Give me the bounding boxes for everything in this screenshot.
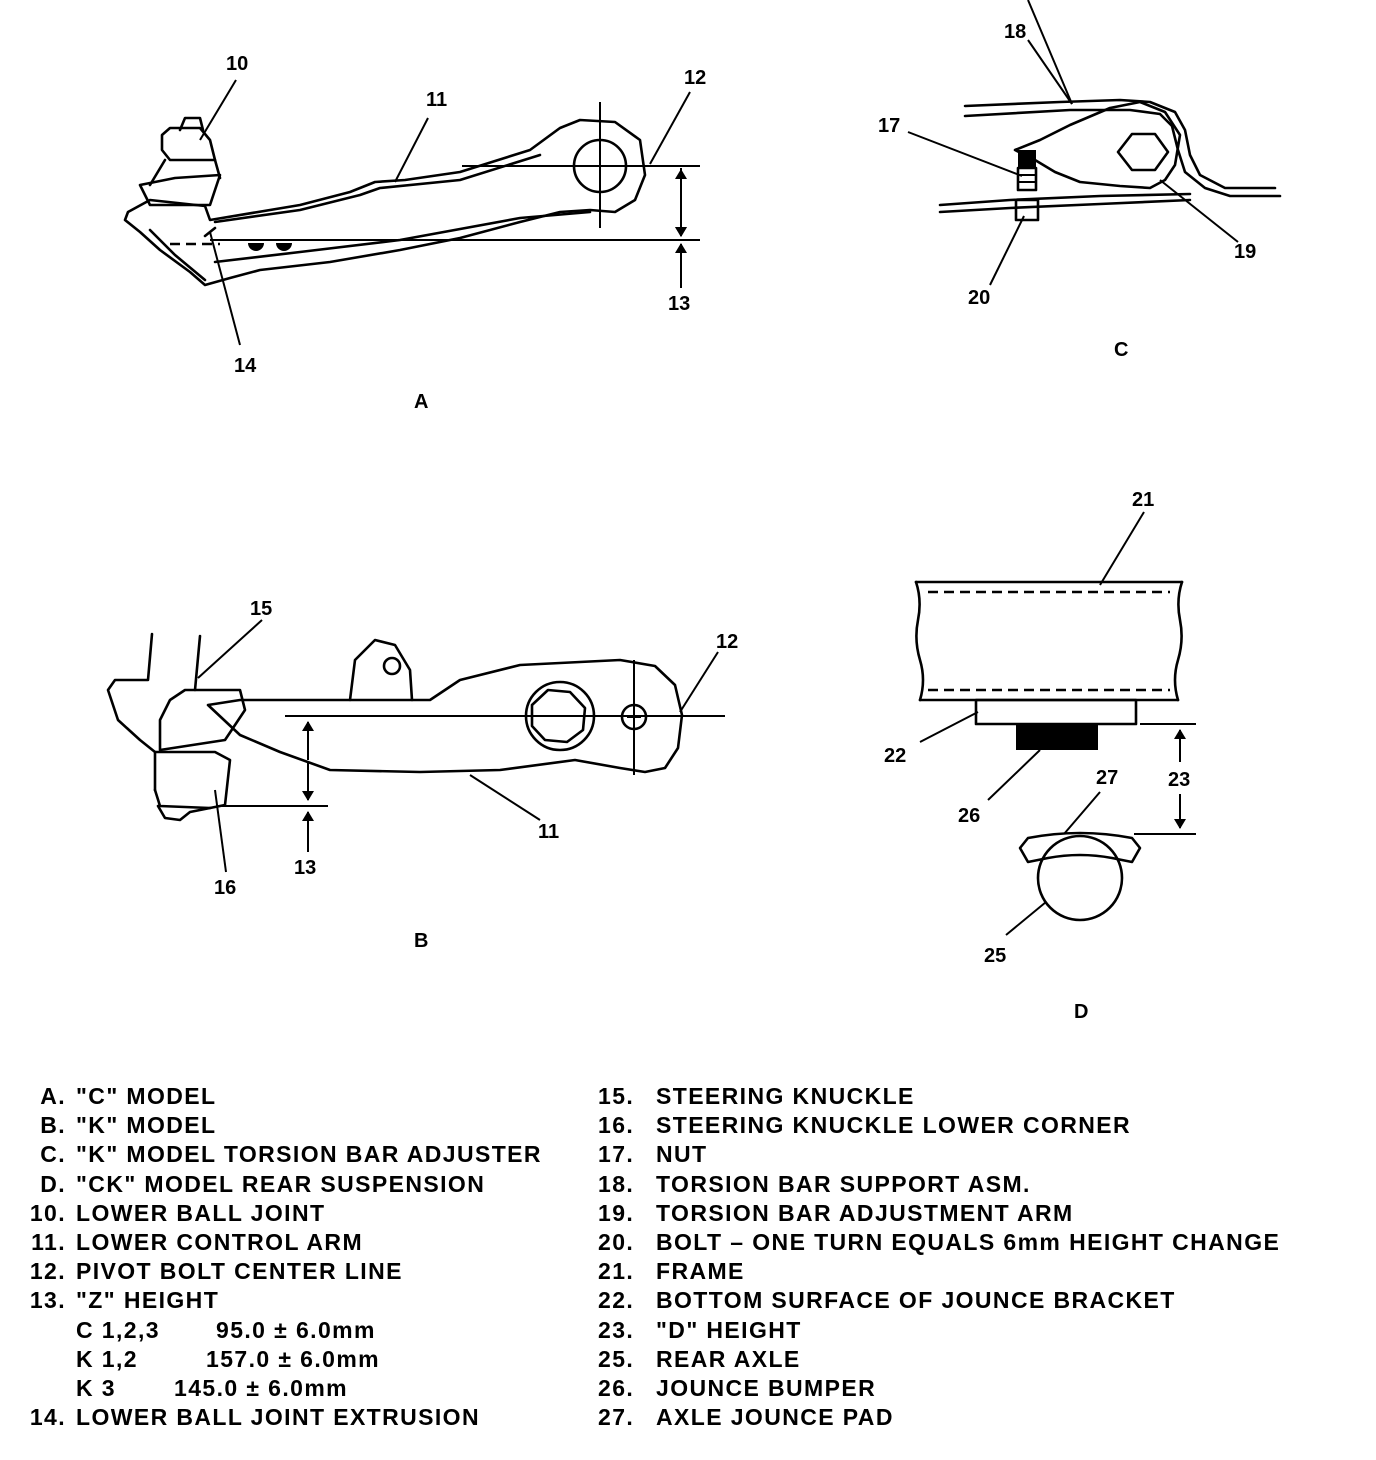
legend-item: 26.JOUNCE BUMPER [598,1375,877,1402]
legend-item: 11.LOWER CONTROL ARM [31,1229,363,1256]
callout-19: 19 [1234,241,1256,263]
jounce-bumper [1016,724,1098,750]
callout-10: 10 [226,53,248,75]
jounce-bracket [974,698,1138,726]
lower-control-arm-b [206,638,684,774]
callout-21: 21 [1132,489,1154,511]
callout-27: 27 [1096,767,1118,789]
callout-14: 14 [234,355,257,377]
z-height-model: K 3 [76,1375,116,1402]
legend-item: 20.BOLT – ONE TURN EQUALS 6mm HEIGHT CHA… [598,1229,1281,1256]
callout-25: 25 [984,945,1006,967]
z-height-value: 95.0 ± 6.0mm [216,1316,376,1343]
legend-item: B."K" MODEL [40,1112,217,1139]
view-b-k-model: 15 12 11 13 16 B [106,598,738,952]
legend-item: 15.STEERING KNUCKLE [598,1083,915,1109]
z-height-row: C 1,2,3 95.0 ± 6.0mm [18,1316,598,1345]
view-label-a: A [414,391,428,413]
legend-item: 18.TORSION BAR SUPPORT ASM. [598,1170,1031,1197]
view-a-c-model: 10 11 12 13 14 A [123,53,706,413]
z-height-row: K 1,2 157.0 ± 6.0mm [18,1345,598,1374]
torsion-bar-adjustment-arm [1013,100,1182,190]
d-height-dimension [1134,723,1196,835]
legend-item: A."C" MODEL [40,1083,217,1109]
z-height-value: 157.0 ± 6.0mm [206,1345,381,1372]
frame-21 [914,580,1184,702]
legend-item: 27.AXLE JOUNCE PAD [598,1404,894,1431]
rear-axle-and-pad [1018,831,1142,922]
adjuster-bolt-nut [1014,150,1040,222]
callout-18: 18 [1004,21,1026,43]
suspension-diagram: 10 11 12 13 14 A 18 17 19 [106,0,1282,1023]
torsion-bar-support [938,98,1282,214]
z-height-value: 145.0 ± 6.0mm [174,1375,349,1402]
legend-item: 13."Z" HEIGHT [29,1287,220,1314]
callout-12-a: 12 [684,67,706,89]
legend-item: 10.LOWER BALL JOINT [29,1199,326,1226]
callout-12-b: 12 [716,631,738,653]
legend-right: 15.STEERING KNUCKLE 16.STEERING KNUCKLE … [598,1082,1368,1432]
callout-15: 15 [250,598,272,620]
z-height-dimension-b [222,660,725,852]
legend-item: 19.TORSION BAR ADJUSTMENT ARM [598,1199,1074,1226]
callout-20: 20 [968,287,990,309]
z-height-row: K 3 145.0 ± 6.0mm [18,1374,598,1403]
view-d-rear-suspension: 21 22 23 27 26 25 D [884,489,1196,1023]
lower-ball-joint-a [138,116,222,207]
z-height-model: K 1,2 [76,1345,138,1372]
legend-item: D."CK" MODEL REAR SUSPENSION [40,1170,486,1197]
legend-item: 17.NUT [598,1141,708,1168]
lower-control-arm-a [123,118,647,287]
legend-item: 12.PIVOT BOLT CENTER LINE [29,1258,403,1285]
legend-item: 25.REAR AXLE [598,1345,801,1372]
legend-item: 16.STEERING KNUCKLE LOWER CORNER [598,1112,1132,1139]
steering-knuckle [106,632,247,822]
z-height-model: C 1,2,3 [76,1316,160,1343]
callout-26: 26 [958,805,980,827]
callout-13-b: 13 [294,857,316,879]
callout-13-a: 13 [668,293,690,315]
callout-11: 11 [426,89,447,111]
legend-item: 23."D" HEIGHT [598,1316,802,1343]
view-label-b: B [414,930,428,952]
view-c-torsion-bar-adjuster: 18 17 19 20 C [878,0,1282,361]
legend-item: 14.LOWER BALL JOINT EXTRUSION [29,1404,480,1431]
callout-16: 16 [214,877,236,899]
z-height-dimension-a [210,102,700,288]
callout-11-b: 11 [538,821,559,843]
view-label-d: D [1074,1001,1088,1023]
callout-17: 17 [878,115,900,137]
callout-22: 22 [884,745,906,767]
legend-item: 21.FRAME [598,1258,745,1285]
view-label-c: C [1114,339,1128,361]
legend-left: A."C" MODEL B."K" MODEL C."K" MODEL TORS… [18,1082,598,1432]
legend-item: C."K" MODEL TORSION BAR ADJUSTER [40,1141,542,1168]
callout-23: 23 [1168,769,1190,791]
legend-item: 22.BOTTOM SURFACE OF JOUNCE BRACKET [598,1287,1176,1314]
